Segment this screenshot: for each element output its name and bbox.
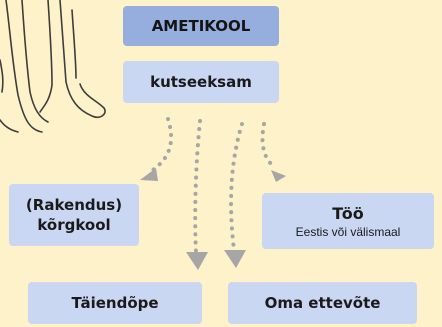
arrowhead-own-business-icon	[224, 250, 246, 268]
sketch-figure-legs-icon	[0, 0, 106, 133]
node-vocational-exam-label: kutseeksam	[150, 73, 252, 91]
node-applied-college-line2: kõrgkool	[37, 216, 111, 234]
arrowhead-further-education-icon	[186, 252, 208, 270]
node-vocational-school: AMETIKOOL	[123, 6, 279, 46]
arrow-to-own-business	[229, 122, 244, 252]
node-own-business-label: Oma ettevõte	[264, 294, 381, 312]
arrowhead-work-icon	[271, 170, 286, 182]
node-own-business: Oma ettevõte	[228, 282, 417, 324]
node-further-education: Täiendõpe	[28, 282, 202, 324]
node-vocational-school-label: AMETIKOOL	[151, 17, 251, 35]
dotted-arrows	[148, 117, 278, 254]
node-applied-college-line1: (Rakendus)	[25, 196, 123, 214]
node-vocational-exam: kutseeksam	[123, 61, 279, 103]
node-further-education-label: Täiendõpe	[71, 294, 159, 312]
arrow-to-college	[148, 117, 174, 174]
arrow-to-work	[260, 122, 278, 170]
arrow-to-further-education	[193, 119, 202, 254]
arrowhead-college-icon	[140, 168, 158, 181]
node-work-subtitle: Eestis või välismaal	[295, 224, 401, 239]
node-work-title: Töö	[332, 203, 364, 223]
node-applied-college: (Rakendus) kõrgkool	[9, 184, 139, 246]
node-work: Töö Eestis või välismaal	[262, 193, 434, 249]
arrowheads	[140, 168, 286, 270]
